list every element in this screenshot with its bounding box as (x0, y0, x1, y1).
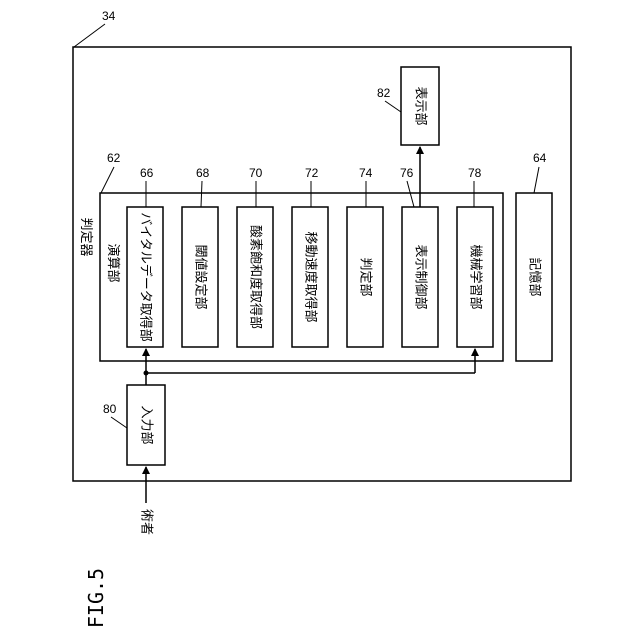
device-leader (74, 24, 105, 47)
module-ref-display-control: 76 (400, 166, 414, 180)
module-threshold: 閾値設定部 (182, 207, 218, 347)
operator-label: 術者 (139, 509, 154, 535)
figure-label: FIG.5 (84, 568, 108, 628)
module-ref-oxygen: 70 (249, 166, 263, 180)
memory-leader (534, 167, 539, 193)
module-oxygen: 酸素飽和度取得部 (237, 207, 273, 347)
module-ref-vital: 66 (140, 166, 154, 180)
operation-unit-leader (101, 167, 114, 193)
module-judge: 判定部 (347, 207, 383, 347)
module-ref-speed: 72 (305, 166, 319, 180)
module-ref-ml: 78 (468, 166, 482, 180)
operation-unit-ref: 62 (107, 151, 121, 165)
module-leader-display-control (407, 181, 414, 207)
display-ref: 82 (377, 86, 391, 100)
module-vital: バイタルデータ取得部 (127, 207, 163, 347)
operation-unit-label: 演算部 (105, 243, 121, 282)
module-label-speed: 移動速度取得部 (303, 231, 319, 322)
input-ref: 80 (103, 402, 117, 416)
module-label-oxygen: 酸素飽和度取得部 (248, 225, 264, 329)
display-label: 表示部 (413, 86, 428, 125)
module-ref-judge: 74 (359, 166, 373, 180)
module-speed: 移動速度取得部 (292, 207, 328, 347)
module-label-ml: 機械学習部 (468, 244, 484, 309)
module-display-control: 表示制御部 (402, 207, 438, 347)
module-label-display-control: 表示制御部 (413, 244, 428, 309)
module-label-vital: バイタルデータ取得部 (138, 212, 154, 341)
module-label-judge: 判定部 (358, 257, 373, 296)
display-leader (385, 101, 401, 112)
judge-unit-label: 判定器 (78, 217, 93, 256)
memory-ref: 64 (533, 151, 547, 165)
module-leader-threshold (201, 181, 202, 207)
input-leader (111, 417, 127, 428)
module-ref-threshold: 68 (196, 166, 210, 180)
operation-unit-box (100, 193, 503, 361)
module-ml: 機械学習部 (457, 207, 493, 347)
module-label-threshold: 閾値設定部 (193, 244, 209, 309)
device-ref: 34 (102, 9, 116, 23)
input-label: 入力部 (139, 405, 154, 444)
memory-label: 記憶部 (527, 257, 543, 296)
